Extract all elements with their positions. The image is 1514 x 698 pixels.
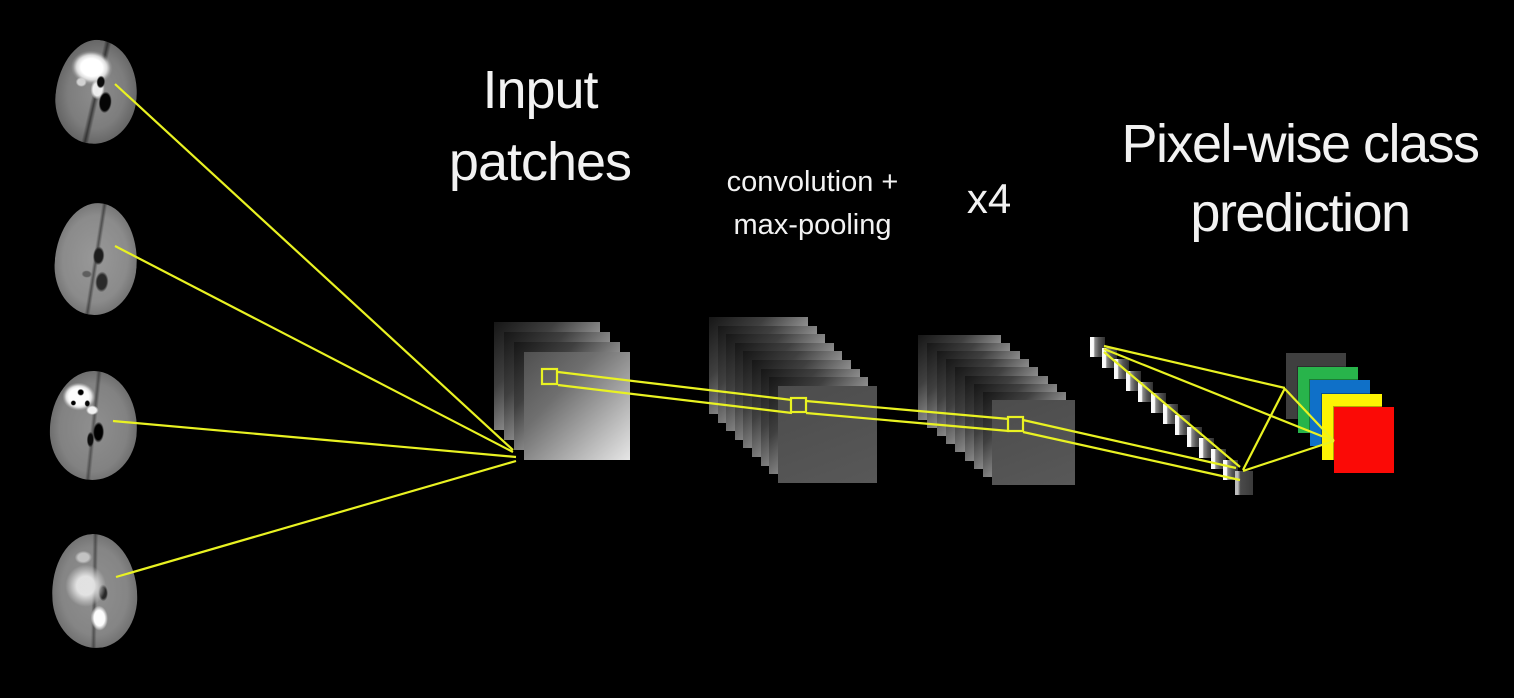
fan-line-back	[1242, 387, 1286, 471]
mri-brain-slice-2	[51, 200, 141, 318]
label-input-line2: patches	[448, 132, 632, 192]
input-connector-line-2	[114, 245, 514, 453]
mri-brain-slice-1	[50, 36, 143, 148]
label-pixelwise-class-prediction: Pixel-wise class prediction	[1085, 110, 1514, 248]
label-input-patches: Input patches	[415, 54, 665, 198]
label-prediction-line1: Pixel-wise class	[1121, 114, 1480, 174]
input-connector-line-3	[112, 419, 517, 459]
mri-brain-slice-3	[48, 369, 139, 482]
feature-map-stack-1-sheet	[777, 385, 877, 483]
cascade-tile	[1090, 337, 1105, 357]
label-input-line1: Input	[482, 60, 598, 120]
label-convpool-line2: max-pooling	[733, 209, 892, 241]
feature-map-stack-2-sheet	[992, 399, 1076, 485]
class-red-square	[1334, 407, 1394, 473]
input-connector-line-4	[115, 459, 517, 579]
label-convolution-maxpooling: convolution + max-pooling	[660, 161, 965, 247]
label-convpool-line1: convolution +	[726, 166, 899, 198]
cascade-tile-front	[1235, 471, 1254, 496]
mri-brain-slice-4	[49, 531, 140, 651]
label-prediction-line2: prediction	[1190, 183, 1411, 243]
input-patch-stack-sheet	[524, 352, 630, 460]
label-repeat-x4: x4	[966, 175, 1012, 222]
